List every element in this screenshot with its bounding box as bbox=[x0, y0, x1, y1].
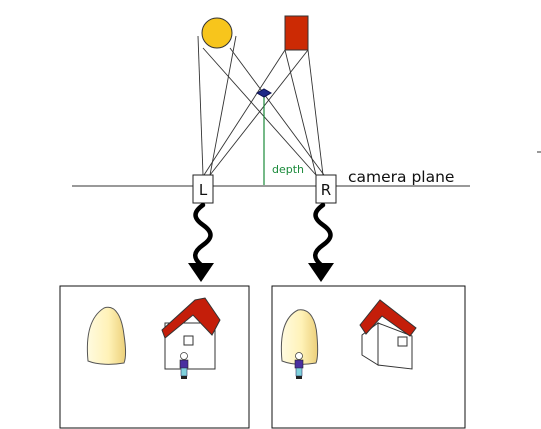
bush-icon bbox=[280, 309, 319, 365]
left-image-panel bbox=[59, 285, 250, 429]
right-wavy-arrow bbox=[308, 202, 334, 282]
house-icon bbox=[161, 297, 221, 370]
left-wavy-arrow bbox=[188, 202, 214, 282]
left-camera-label: L bbox=[199, 181, 208, 199]
box-object-icon bbox=[284, 15, 309, 51]
house-icon bbox=[359, 299, 417, 370]
person-icon bbox=[294, 352, 304, 379]
camera-plane-label: camera plane bbox=[348, 168, 454, 186]
sight-lines bbox=[197, 35, 325, 176]
sun-object-icon bbox=[201, 17, 233, 49]
right-camera-label: R bbox=[321, 181, 331, 199]
right-camera: R bbox=[315, 174, 337, 204]
depth-point-icon bbox=[255, 88, 273, 98]
left-camera: L bbox=[192, 174, 214, 204]
bush-icon bbox=[86, 306, 126, 365]
depth-label: depth bbox=[272, 163, 304, 176]
right-image-panel bbox=[271, 285, 466, 429]
person-icon bbox=[179, 352, 189, 379]
